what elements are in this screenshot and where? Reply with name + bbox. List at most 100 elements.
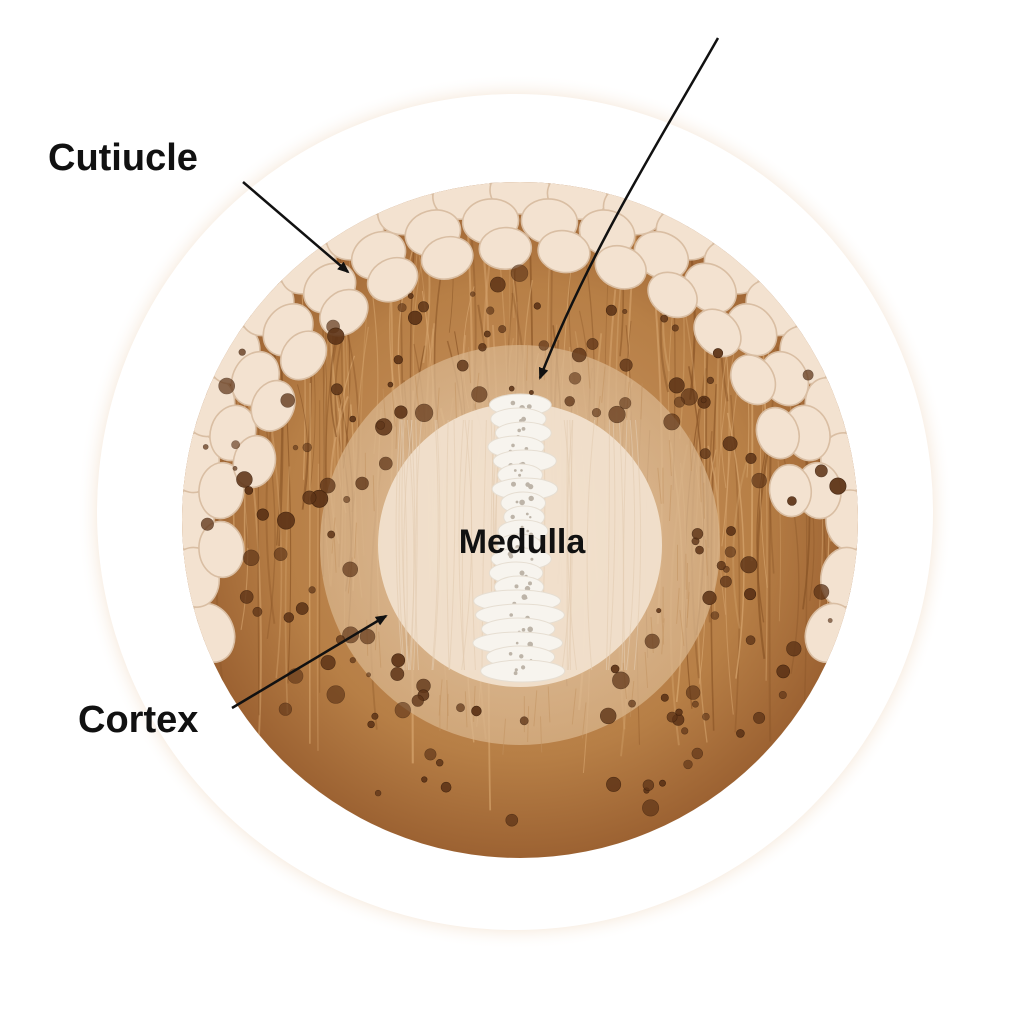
pigment-granule — [394, 405, 408, 419]
pigment-granule — [471, 386, 488, 403]
pigment-granule — [483, 330, 491, 338]
medulla-vacuole — [521, 628, 526, 632]
pigment-granule — [814, 464, 828, 478]
pigment-granule — [706, 376, 715, 385]
inner-fiber — [473, 685, 476, 722]
medulla-label: Medulla — [459, 523, 587, 561]
pigment-granule — [200, 517, 214, 531]
cuticle-scale — [633, 230, 690, 280]
pigment-granule — [571, 347, 587, 363]
pigment-granule — [744, 588, 757, 601]
cuticle-scale — [279, 330, 328, 381]
cuticle-scale — [537, 229, 591, 274]
pigment-granules — [200, 264, 847, 827]
inner-fiber — [454, 382, 457, 419]
pigment-granule — [612, 671, 630, 690]
cuticle-scale — [693, 308, 742, 358]
cortex-label: Cortex — [78, 699, 198, 741]
medulla-vacuole — [517, 428, 521, 433]
medulla-vacuole — [521, 427, 526, 431]
pigment-granule — [685, 685, 701, 700]
medulla-vacuole — [508, 652, 513, 656]
pigment-granule — [498, 325, 507, 334]
pigment-granule — [778, 690, 787, 699]
pigment-granule — [424, 748, 437, 761]
pigment-granule — [608, 405, 626, 424]
pigment-granule — [283, 612, 294, 623]
pigment-granule — [415, 403, 434, 423]
inner-fiber — [660, 608, 665, 645]
pigment-granule — [327, 530, 336, 539]
inner-fiber — [502, 718, 506, 755]
medulla-streak — [618, 419, 624, 671]
pigment-granule — [642, 779, 655, 791]
pigment-granule — [671, 324, 679, 332]
pigment-granule — [644, 633, 660, 649]
cuticle-scale — [594, 244, 647, 290]
medulla-streak — [608, 419, 616, 671]
medulla-vacuole — [515, 641, 519, 645]
inner-fiber — [601, 366, 606, 403]
cortex-fiber — [756, 432, 773, 659]
pigment-granule — [712, 348, 724, 359]
medulla-vacuole — [510, 514, 515, 520]
pigment-granule — [308, 586, 316, 594]
pigment-granule — [376, 420, 386, 430]
pigment-granule — [751, 472, 767, 489]
pigment-granule — [802, 369, 814, 381]
pigment-granule — [393, 355, 403, 365]
pigment-granule — [666, 711, 678, 723]
medulla-vacuole — [509, 613, 513, 617]
pigment-granule — [642, 799, 660, 817]
cuticle-scale — [250, 379, 296, 432]
pigment-granule — [236, 471, 253, 488]
inner-fiber — [391, 390, 396, 427]
medulla-streak — [395, 419, 404, 671]
medulla-streak — [431, 419, 439, 671]
pigment-granule — [320, 655, 336, 671]
pigment-granule — [726, 526, 736, 536]
pigment-granule — [716, 560, 726, 571]
pigment-granule — [663, 413, 681, 431]
pigment-granule — [605, 304, 617, 316]
pigment-granule — [619, 358, 633, 372]
medulla-cell — [480, 659, 566, 683]
cortex-fiber — [768, 435, 773, 742]
inner-fiber — [699, 466, 702, 503]
inner-fiber — [669, 484, 672, 522]
pigment-granule — [519, 716, 529, 726]
pigment-granule — [470, 291, 476, 297]
pigment-granule — [656, 608, 662, 614]
medulla-vacuole — [525, 512, 529, 516]
pigment-granule — [591, 408, 602, 418]
pigment-granule — [243, 549, 260, 566]
pigment-granule — [702, 712, 710, 721]
pigment-granule — [586, 338, 599, 350]
medulla-vacuole — [526, 404, 532, 409]
cuticle-scale — [198, 461, 245, 520]
pigment-granule — [239, 590, 254, 604]
pigment-granule — [327, 327, 345, 345]
pigment-granule — [202, 444, 209, 450]
pigment-granule — [252, 606, 263, 617]
pigment-granule — [489, 276, 506, 293]
pigment-granule — [736, 729, 745, 738]
medulla-vacuole — [528, 581, 532, 586]
pigment-granule — [280, 393, 295, 408]
inner-fiber — [640, 383, 643, 420]
inner-fiber — [644, 651, 649, 689]
pigment-granule — [622, 308, 628, 314]
medulla-streak — [432, 419, 441, 671]
cuticle-scale — [420, 235, 474, 280]
medulla-vacuole — [515, 500, 519, 504]
pigment-granule — [440, 781, 452, 793]
pigment-granule — [568, 372, 582, 385]
inner-fiber — [540, 716, 543, 753]
medulla-streak — [398, 419, 405, 671]
cortex-fiber — [724, 356, 743, 715]
pigment-granule — [529, 390, 534, 395]
medulla-vacuole — [525, 482, 530, 487]
medulla-core — [472, 393, 566, 683]
